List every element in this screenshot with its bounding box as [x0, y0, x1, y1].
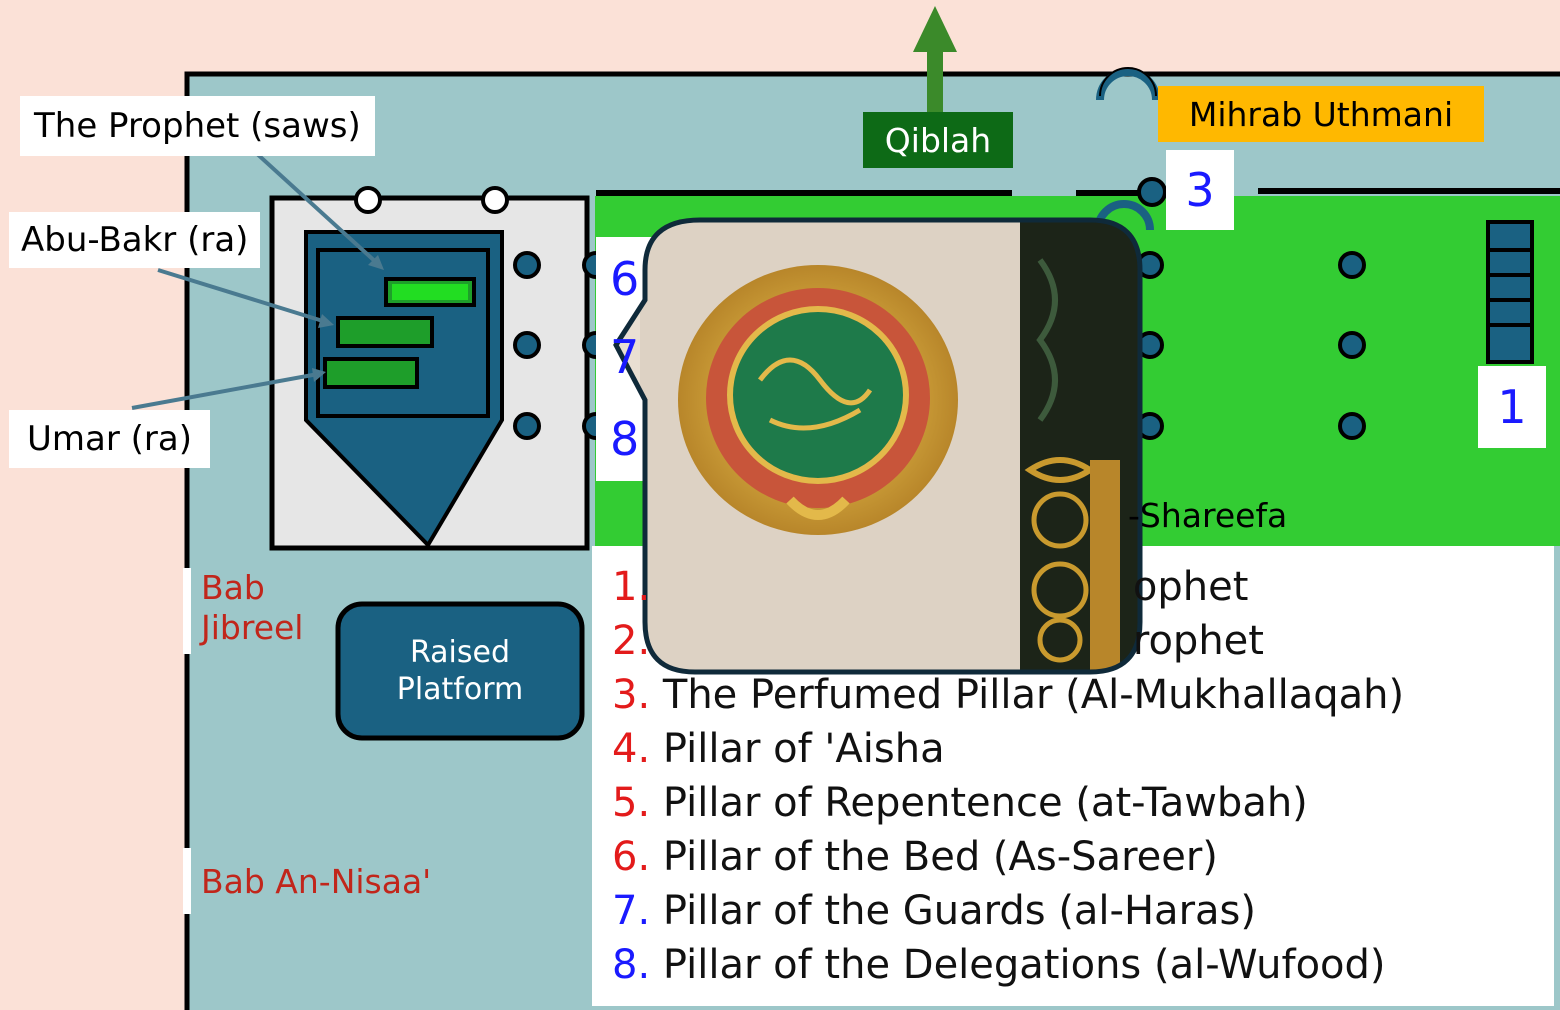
grave-umar	[323, 357, 419, 389]
legend-number: 4.	[612, 726, 651, 772]
legend-item: 2. rophet	[612, 614, 1552, 668]
legend-item: 6. Pillar of the Bed (As-Sareer)	[612, 830, 1552, 884]
circle-icon	[481, 186, 509, 214]
legend-number: 2.	[612, 618, 651, 664]
legend-item: 1. ophet	[612, 560, 1552, 614]
legend-number: 7.	[612, 888, 651, 934]
partial-label: -Shareefa	[1128, 496, 1288, 535]
pillar-marker-1: 1	[1478, 366, 1546, 448]
doorway-gap	[183, 568, 191, 654]
qiblah-label: Qiblah	[863, 112, 1013, 168]
pointer-head	[368, 255, 384, 270]
pillar-marker-3: 3	[1166, 150, 1234, 230]
legend-text: Pillar of 'Aisha	[650, 726, 945, 772]
legend-number: 6.	[612, 834, 651, 880]
pointer-line	[157, 268, 327, 324]
circle-icon	[354, 186, 382, 214]
pointer-line	[131, 372, 319, 410]
mihrab-label: Mihrab Uthmani	[1158, 86, 1484, 142]
legend-number: 5.	[612, 780, 651, 826]
legend-number: 8.	[612, 942, 651, 988]
arch-icon	[1096, 68, 1160, 101]
minbar-icon	[1486, 220, 1534, 364]
door-jibreel: Bab Jibreel	[201, 568, 304, 647]
legend-text: Pillar of the Delegations (al-Wufood)	[650, 942, 1386, 988]
arch-icon	[1099, 67, 1157, 97]
legend-text: The Perfumed Pillar (Al-Mukhallaqah)	[650, 672, 1405, 718]
circle-icon	[1338, 331, 1366, 359]
pointer-head	[318, 314, 334, 328]
legend-text: rophet	[1120, 618, 1264, 664]
legend-number: 1.	[612, 564, 651, 610]
pointer-head	[312, 368, 326, 382]
pillar-marker-7: 7	[610, 330, 640, 384]
legend-item: 5. Pillar of Repentence (at-Tawbah)	[612, 776, 1552, 830]
raised-platform-label: Raised Platform	[396, 634, 524, 708]
legend-item: 8. Pillar of the Delegations (al-Wufood)	[612, 938, 1552, 992]
legend-item: 4. Pillar of 'Aisha	[612, 722, 1552, 776]
label-abu-bakr: Abu-Bakr (ra)	[9, 212, 261, 268]
legend-text: Pillar of the Guards (al-Haras)	[650, 888, 1256, 934]
door-nisaa: Bab An-Nisaa'	[201, 862, 432, 901]
up-arrow-icon	[913, 6, 957, 120]
pillar-marker-8: 8	[610, 412, 640, 466]
circle-icon	[1338, 412, 1366, 440]
label-prophet: The Prophet (saws)	[20, 96, 375, 156]
circle-icon	[513, 331, 541, 359]
pillar-medallion-photo	[613, 217, 1143, 675]
pointer-line	[253, 150, 380, 266]
label-umar: Umar (ra)	[9, 410, 210, 468]
legend-text: Pillar of Repentence (at-Tawbah)	[650, 780, 1308, 826]
inner-chamber	[316, 248, 490, 418]
legend-number: 3.	[612, 672, 651, 718]
legend-item: 7. Pillar of the Guards (al-Haras)	[612, 884, 1552, 938]
circle-icon	[513, 412, 541, 440]
circle-icon	[1338, 251, 1366, 279]
legend-item: 3. The Perfumed Pillar (Al-Mukhallaqah)	[612, 668, 1552, 722]
pillar-marker-6: 6	[610, 252, 640, 306]
doorway-gap	[183, 848, 191, 914]
legend-text: ophet	[1120, 564, 1249, 610]
raised-platform	[335, 601, 585, 741]
circle-icon	[513, 251, 541, 279]
circle-icon	[1137, 177, 1167, 207]
grave-abu-bakr	[336, 316, 434, 348]
legend-text: Pillar of the Bed (As-Sareer)	[650, 834, 1218, 880]
